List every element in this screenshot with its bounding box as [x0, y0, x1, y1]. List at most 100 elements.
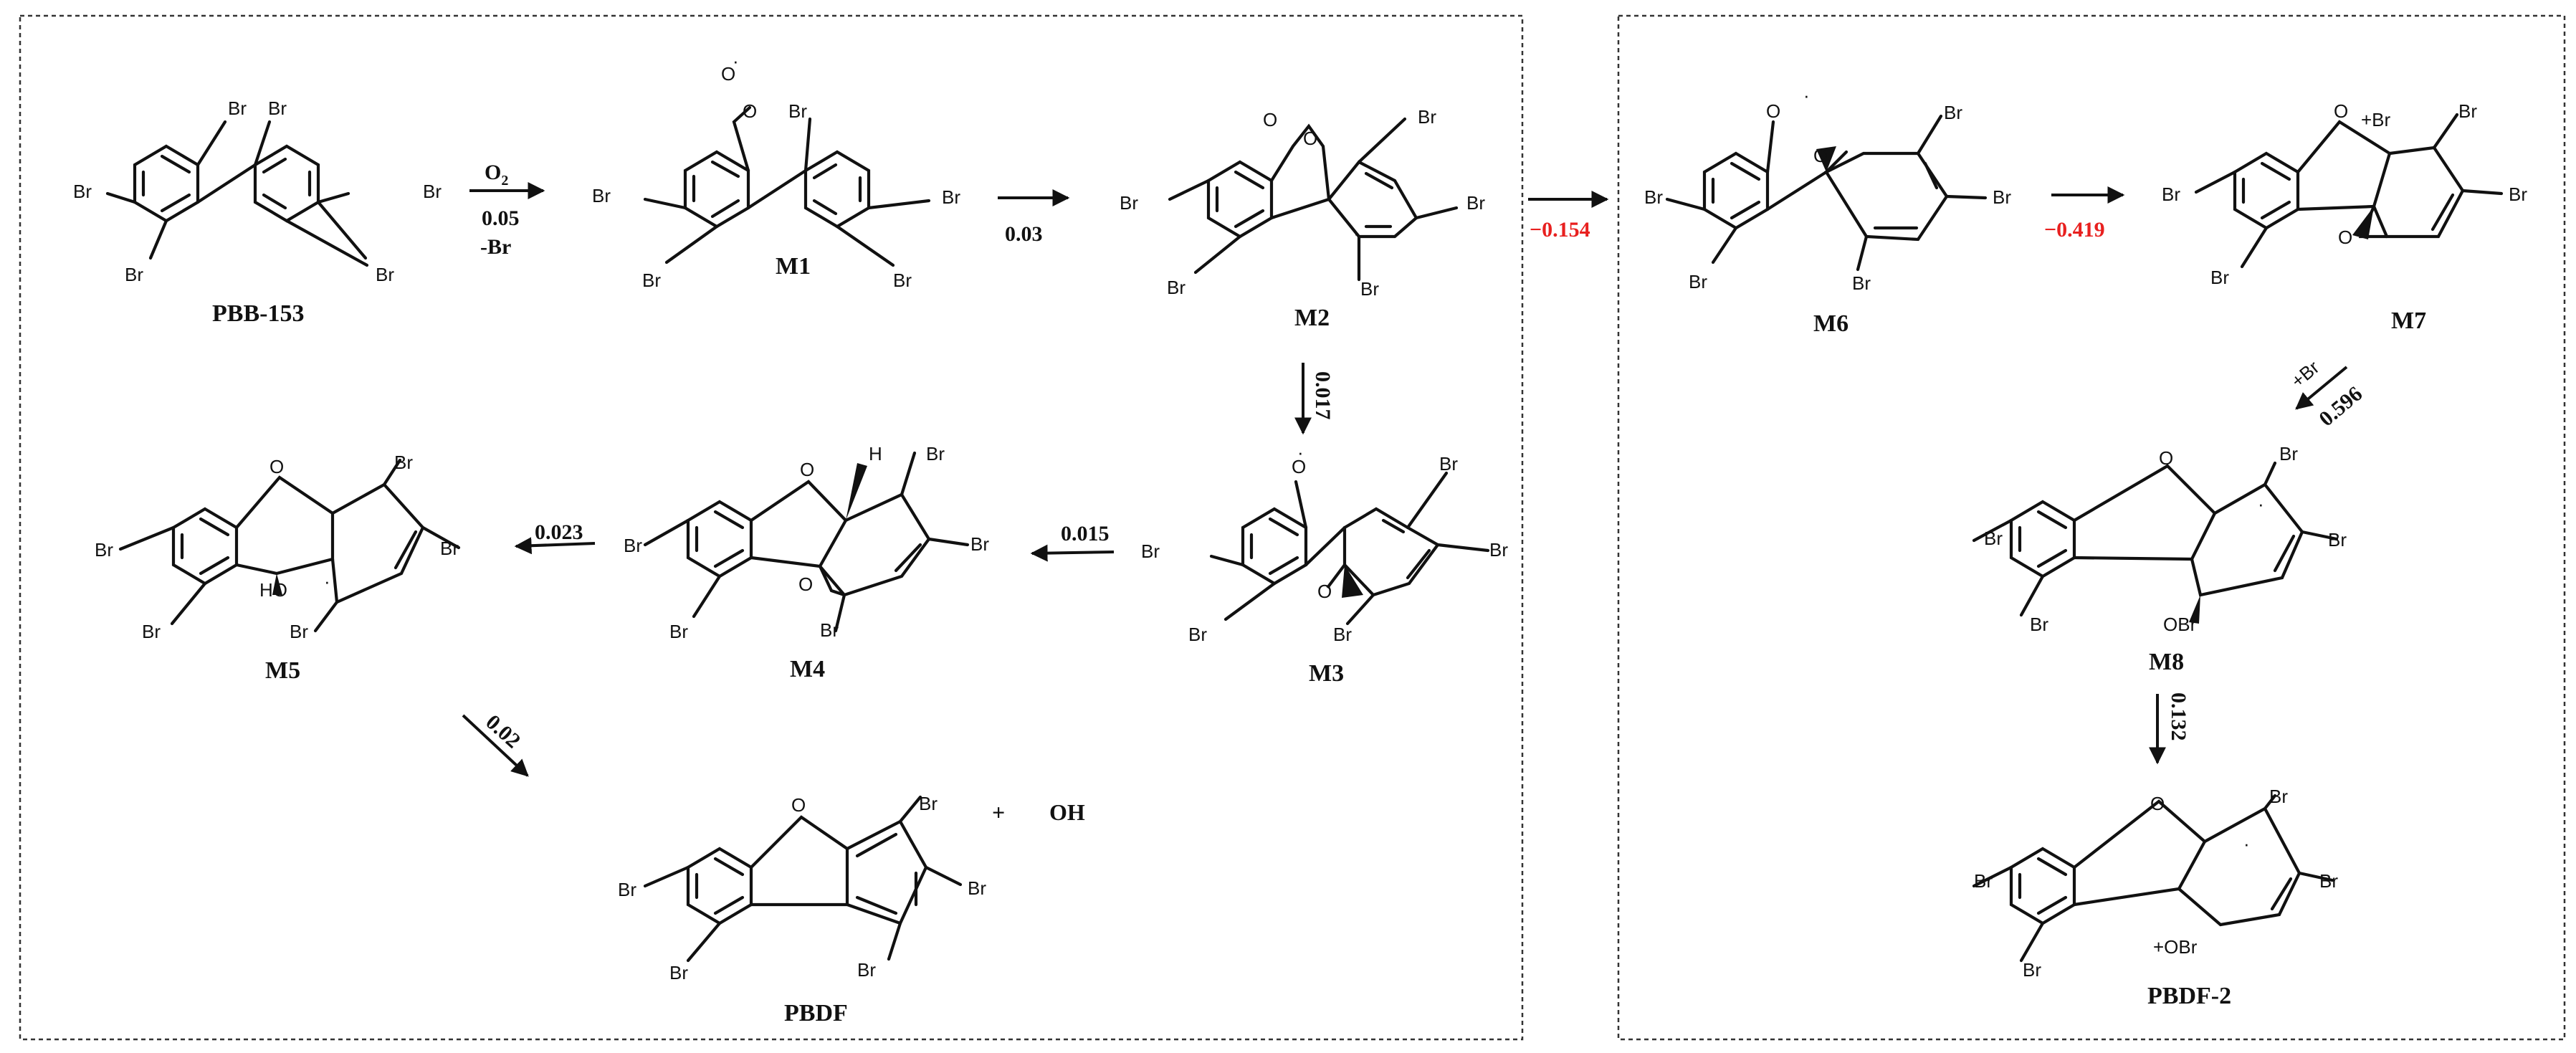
molecule-m7	[2194, 113, 2504, 269]
m8-radical: ·	[2258, 493, 2264, 515]
m3-epoxide-wedge	[1342, 565, 1363, 598]
m3-o-2: O	[1317, 581, 1332, 602]
pbdf2-o: O	[2150, 793, 2165, 814]
pbdf-label: PBDF	[784, 1000, 848, 1026]
m4-h: H	[869, 443, 882, 464]
r6-rate: 0.02	[481, 710, 525, 753]
m6-o-2: O	[1813, 145, 1828, 166]
m6-br-1: Br	[1944, 102, 1962, 123]
pbb153-br-2: Br	[268, 97, 287, 119]
m3-o-1: O	[1292, 456, 1306, 477]
m5-br-2: Br	[95, 539, 113, 561]
m8-obr-wedge	[2189, 595, 2200, 624]
r9-rate: 0.596	[2314, 382, 2367, 432]
m7-br-4: Br	[2210, 267, 2229, 288]
pbdf-br-3: Br	[968, 877, 986, 899]
r1-loss: -Br	[480, 235, 511, 259]
m8-label: M8	[2149, 649, 2184, 675]
arrow-m5-to-pbdf	[462, 714, 529, 777]
m2-br-4: Br	[1167, 277, 1186, 298]
pbb153-br-6: Br	[376, 264, 394, 285]
m2-br-5: Br	[1360, 278, 1379, 300]
m4-o-2: O	[798, 573, 813, 595]
pbdf2-radical: ·	[2243, 833, 2250, 854]
pbdf-o: O	[791, 794, 806, 816]
m5-label: M5	[265, 657, 300, 684]
r1-reagent: O2	[485, 161, 508, 189]
r5-rate: 0.023	[535, 520, 583, 544]
m8-br-1: Br	[2279, 443, 2298, 464]
m8-br-2: Br	[1984, 528, 2003, 549]
m5-br-4: Br	[142, 621, 161, 642]
pbb153-br-3: Br	[73, 181, 92, 202]
molecule-m3	[1209, 471, 1490, 626]
molecule-pbb153	[105, 120, 369, 267]
r4-rate: 0.015	[1061, 522, 1110, 545]
m8-o: O	[2159, 447, 2173, 469]
m3-br-5: Br	[1333, 624, 1352, 645]
r8-rate: −0.419	[2044, 218, 2105, 242]
byproduct-plus: +	[992, 799, 1005, 825]
m4-br-2: Br	[624, 535, 642, 556]
m1-br-2: Br	[592, 185, 611, 206]
m8-br-4: Br	[2030, 614, 2048, 635]
molecule-m4	[643, 451, 970, 633]
m7-label: M7	[2391, 308, 2426, 334]
pbb153-label: PBB-153	[212, 300, 304, 327]
m4-br-4: Br	[669, 621, 688, 642]
pbb153-br-1: Br	[228, 97, 247, 119]
m5-ho-wedge	[272, 573, 282, 595]
pbb153-br-5: Br	[125, 264, 143, 285]
arrow-m7-to-m8	[2295, 366, 2348, 410]
m6-label: M6	[1813, 310, 1848, 337]
m4-br-3: Br	[970, 533, 989, 555]
m4-radical: ·	[890, 486, 897, 508]
m3-br-2: Br	[1141, 540, 1160, 562]
pbdf2-br-3: Br	[2319, 870, 2338, 892]
m8-br-3: Br	[2328, 529, 2347, 551]
pbdf2-br-4: Br	[2023, 959, 2041, 981]
m1-br-5: Br	[893, 270, 912, 291]
m4-br-1: Br	[926, 443, 945, 464]
m1-o-1: O	[721, 63, 735, 85]
m3-label: M3	[1309, 660, 1344, 687]
pbdf-br-2: Br	[618, 879, 636, 900]
m3-br-3: Br	[1489, 539, 1508, 561]
m7-o-2: O	[2338, 227, 2352, 248]
byproduct-oh: OH	[1049, 799, 1085, 825]
m6-radical: ·	[1803, 85, 1810, 106]
r3-rate: 0.017	[1311, 371, 1335, 420]
m6-br-4: Br	[1689, 271, 1707, 292]
m1-radical: ·	[733, 50, 739, 72]
m2-br-2: Br	[1120, 192, 1138, 214]
m4-br-5: Br	[820, 619, 839, 641]
molecule-m1	[643, 105, 931, 267]
m7-plus-br: +Br	[2361, 109, 2391, 130]
m6-br-3: Br	[1993, 186, 2011, 208]
r7-rate: −0.154	[1530, 218, 1590, 242]
pbdf-br-5: Br	[857, 959, 876, 981]
m1-br-3: Br	[942, 186, 960, 208]
molecule-m8	[1972, 461, 2339, 617]
m5-br-5: Br	[290, 621, 308, 642]
m6-br-2: Br	[1644, 186, 1663, 208]
r10-rate: 0.132	[2167, 692, 2190, 741]
r1-rate: 0.05	[482, 206, 520, 230]
m5-o: O	[269, 456, 284, 477]
m2-br-3: Br	[1466, 192, 1485, 214]
m1-br-4: Br	[642, 270, 661, 291]
m3-br-1: Br	[1439, 453, 1458, 475]
m1-br-1: Br	[788, 100, 807, 122]
m3-br-4: Br	[1188, 624, 1207, 645]
right-pathway-frame	[1617, 14, 2566, 1041]
m2-radical: ·	[1353, 222, 1360, 244]
m7-br-2: Br	[2162, 184, 2180, 205]
m2-o-2: O	[1303, 128, 1317, 149]
molecule-pbdf2	[1972, 794, 2334, 963]
m7-br-1: Br	[2458, 100, 2477, 122]
pbdf-br-1: Br	[919, 793, 938, 814]
m6-epoxide-wedge	[1816, 146, 1836, 172]
m5-br-1: Br	[394, 452, 413, 473]
m1-label: M1	[776, 253, 811, 280]
